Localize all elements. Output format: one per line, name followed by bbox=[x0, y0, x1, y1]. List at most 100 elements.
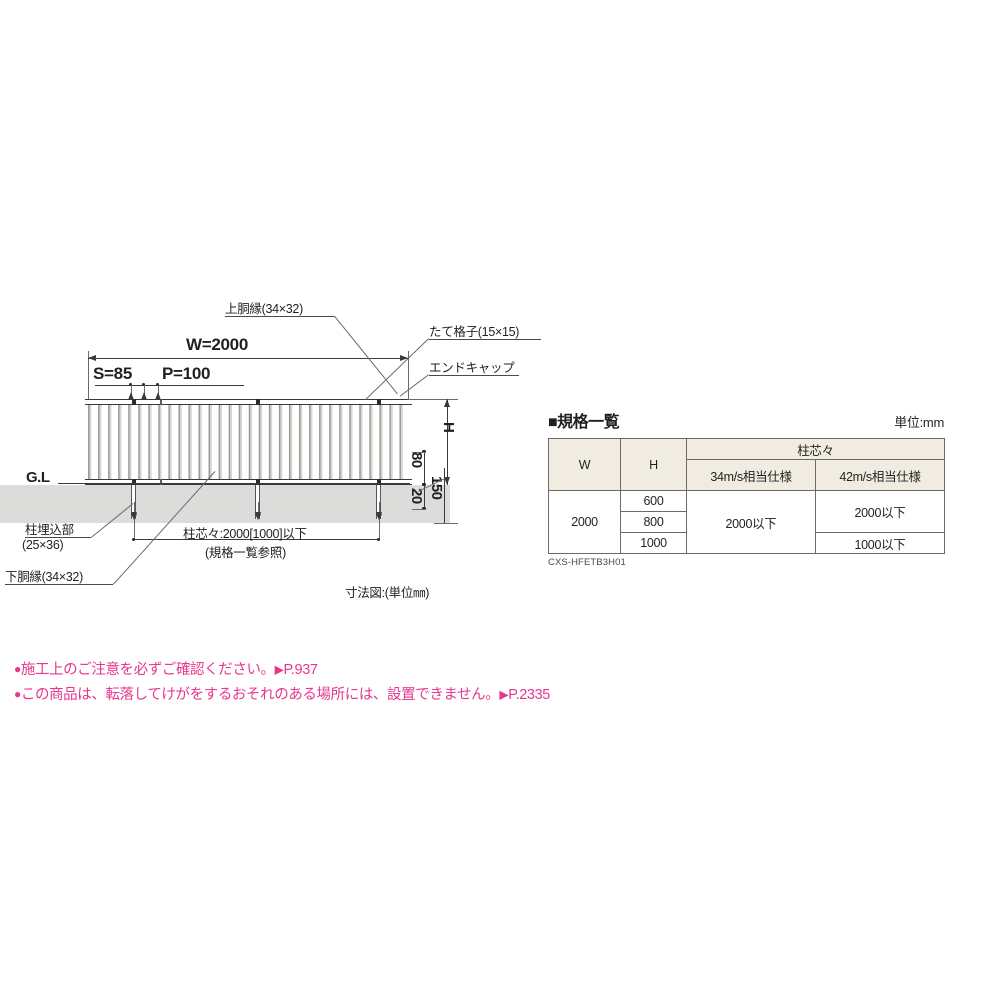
dim-dot-pc-right bbox=[377, 537, 381, 541]
post-marker-bottom-right bbox=[377, 479, 381, 485]
callout-underline-vertical-lattice bbox=[429, 339, 541, 340]
bullet-icon: ● bbox=[14, 687, 21, 701]
note-text-1: 施工上のご注意を必ずご確認ください。 bbox=[20, 662, 275, 678]
dim-line-post-center bbox=[133, 539, 379, 540]
dim-arrow-h-top bbox=[444, 399, 450, 407]
table-row: 2000 600 2000以下 2000以下 bbox=[548, 490, 946, 554]
spec-table-header-row-1: W H 柱芯々 bbox=[548, 438, 946, 491]
dim-arrow-pc-left-down bbox=[130, 512, 137, 520]
dim-label-p: P=100 bbox=[162, 364, 211, 383]
ext-line-80-top bbox=[412, 452, 426, 453]
leader-top-rail bbox=[334, 316, 398, 395]
note-page-1[interactable]: P.937 bbox=[283, 662, 318, 678]
tick-arrow-1 bbox=[127, 392, 134, 400]
dim-label-width: W=2000 bbox=[186, 335, 248, 354]
spec-table-unit: 単位:mm bbox=[894, 415, 944, 430]
note-page-2[interactable]: P.2335 bbox=[508, 687, 550, 703]
notes-section: ●施工上のご注意を必ずご確認ください。▶P.937 ●この商品は、転落してけがを… bbox=[14, 657, 914, 707]
leader-end-cap bbox=[399, 374, 429, 397]
callout-bottom-rail: 下胴縁(34×32) bbox=[5, 570, 83, 584]
dim-label-20: 20 bbox=[408, 488, 425, 504]
triangle-right-icon: ▶ bbox=[499, 687, 509, 702]
dim-arrow-h-bottom bbox=[444, 477, 450, 485]
ext-line-w-right bbox=[408, 351, 409, 399]
dim-label-150: 150 bbox=[428, 476, 445, 500]
spec-cell-w-2000: 2000 bbox=[548, 490, 621, 554]
spec-cell-h-800: 800 bbox=[620, 511, 687, 533]
tick-dot-3 bbox=[156, 383, 160, 387]
ext-line-150-bot bbox=[434, 523, 458, 524]
fence-panel bbox=[85, 399, 412, 485]
post-tick-bottom-left bbox=[160, 479, 162, 485]
spec-header-w: W bbox=[548, 438, 621, 491]
callout-post-embed: 柱埋込部 bbox=[25, 523, 74, 537]
dim-line-h bbox=[447, 399, 448, 485]
spec-header-42ms: 42m/s相当仕様 bbox=[814, 459, 946, 491]
dim-label-s: S=85 bbox=[93, 364, 132, 383]
ext-line-pc-mid bbox=[257, 502, 259, 518]
spec-cell-34ms: 2000以下 bbox=[686, 490, 816, 554]
ground-level-label: G.L bbox=[26, 469, 50, 486]
spec-cell-h-1000: 1000 bbox=[620, 532, 687, 554]
callout-end-cap: エンドキャップ bbox=[429, 361, 515, 375]
dim-dot-80-top bbox=[422, 450, 426, 454]
dim-label-height: H bbox=[440, 422, 457, 433]
tick-dot-2 bbox=[142, 383, 146, 387]
dim-arrow-w-right bbox=[400, 355, 408, 361]
dimension-drawing: G.L W=2000 S=85 P=100 H 80 20 150 bbox=[0, 280, 541, 610]
ext-line-h-top bbox=[408, 399, 458, 400]
top-rail bbox=[85, 399, 412, 405]
dim-label-80: 80 bbox=[408, 452, 425, 468]
dim-line-20 bbox=[424, 485, 425, 509]
post-marker-bottom-mid bbox=[256, 479, 260, 485]
post-marker-bottom-left bbox=[132, 479, 136, 485]
ext-line-pc-right bbox=[378, 502, 380, 540]
spec-table-area: ■規格一覧 単位:mm W H 柱芯々 34m/s相当仕様 42m/s相当仕様 … bbox=[548, 408, 948, 568]
callout-underline-end-cap bbox=[429, 375, 519, 376]
dim-arrow-w-left bbox=[88, 355, 96, 361]
post-tick-top-left bbox=[160, 399, 162, 405]
post-marker-top-right bbox=[377, 399, 381, 405]
post-center-note: (規格一覧参照) bbox=[205, 546, 286, 560]
spec-table-header-row-2: 34m/s相当仕様 42m/s相当仕様 bbox=[549, 459, 946, 491]
triangle-right-icon: ▶ bbox=[274, 662, 284, 677]
bottom-rail bbox=[85, 479, 412, 485]
bullet-icon: ● bbox=[14, 662, 21, 676]
ext-line-20-bot bbox=[412, 509, 426, 510]
dim-line-80 bbox=[424, 452, 425, 485]
callout-underline-bottom-rail bbox=[5, 584, 113, 585]
spec-header-h: H bbox=[620, 438, 687, 491]
dim-dot-pc-left bbox=[132, 537, 136, 541]
post-marker-top-mid bbox=[256, 399, 260, 405]
table-row: 1000 1000以下 bbox=[549, 532, 946, 554]
note-item-2: ●この商品は、転落してけがをするおそれのある場所には、設置できません。▶P.23… bbox=[14, 682, 914, 707]
dim-dot-20-bot bbox=[422, 507, 426, 511]
ext-line-pc-left bbox=[133, 502, 135, 540]
spec-header-34ms: 34m/s相当仕様 bbox=[686, 459, 816, 491]
ext-line-w-left bbox=[88, 351, 89, 399]
tick-arrow-2 bbox=[140, 392, 147, 400]
table-row: 800 bbox=[549, 511, 945, 533]
ground-line bbox=[58, 483, 410, 484]
spec-cell-42ms-1000: 1000以下 bbox=[814, 532, 946, 554]
vertical-lattice-pickets bbox=[88, 405, 408, 479]
tick-dot-1 bbox=[129, 383, 133, 387]
callout-underline-top-rail bbox=[225, 316, 335, 317]
dim-underline-sp bbox=[95, 385, 244, 386]
callout-post-embed-size: (25×36) bbox=[22, 538, 64, 552]
dim-line-w bbox=[88, 358, 408, 359]
drawing-caption: 寸法図:(単位㎜) bbox=[345, 586, 430, 600]
dim-dot-20-top bbox=[422, 483, 426, 487]
dim-line-150 bbox=[444, 468, 445, 523]
spec-table: W H 柱芯々 34m/s相当仕様 42m/s相当仕様 2000 600 200… bbox=[548, 438, 946, 554]
dim-arrow-pc-right-down bbox=[375, 512, 382, 520]
spec-cell-42ms-2000: 2000以下 bbox=[814, 490, 946, 533]
spec-table-title: ■規格一覧 bbox=[548, 414, 620, 431]
note-text-2: この商品は、転落してけがをするおそれのある場所には、設置できません。 bbox=[20, 687, 500, 703]
post-center-label: 柱芯々:2000[1000]以下 bbox=[183, 527, 307, 541]
spec-header-group: 柱芯々 bbox=[685, 438, 946, 460]
note-item-1: ●施工上のご注意を必ずご確認ください。▶P.937 bbox=[14, 657, 914, 682]
dim-arrow-pc-mid-down bbox=[254, 512, 261, 520]
callout-underline-post-embed bbox=[25, 537, 91, 538]
callout-top-rail: 上胴縁(34×32) bbox=[225, 302, 303, 316]
